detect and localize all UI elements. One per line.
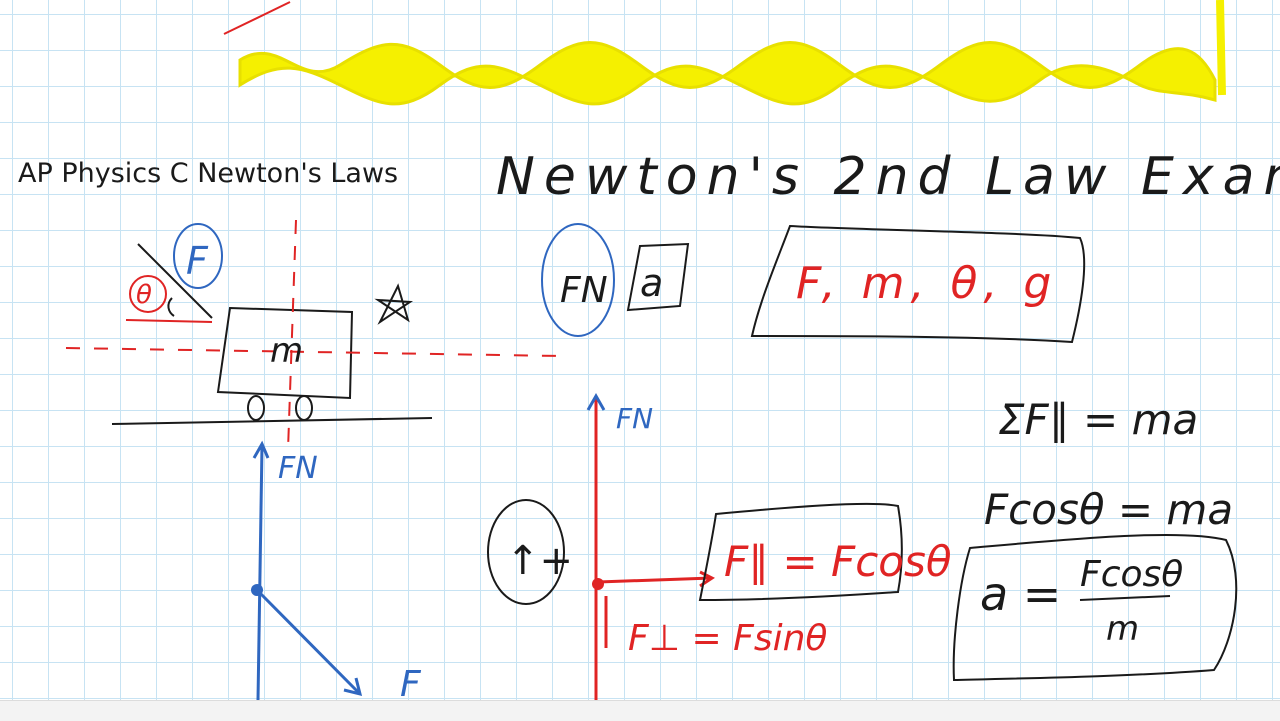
red-horizontal-arrow — [125, 319, 213, 323]
force-label-bottom: F — [400, 664, 422, 705]
force-label: F — [186, 239, 209, 283]
applied-force-vector — [255, 588, 362, 696]
fcos-eq: Fcosθ = ma — [984, 485, 1233, 534]
dashed-vertical-axis — [287, 219, 297, 451]
highlight-edge — [1216, 0, 1226, 96]
givens-box — [750, 224, 1086, 344]
mass-label: m — [270, 331, 303, 371]
bottom-scroll-strip[interactable] — [0, 700, 1280, 721]
star-mark — [374, 283, 414, 325]
unknowns-a: a — [640, 261, 663, 305]
wheel-right — [295, 395, 313, 421]
normal-force-arrowhead — [252, 440, 270, 459]
box-unknown-a — [626, 242, 690, 312]
accel-numerator: Fcosθ — [1080, 554, 1183, 595]
fbd-point-right — [592, 578, 604, 590]
normal-force-vector — [256, 445, 264, 701]
applied-force-line — [137, 243, 213, 319]
red-stroke-top — [223, 1, 291, 35]
direction-circle — [487, 499, 565, 605]
yellow-highlight-wave — [238, 41, 1217, 106]
mass-box — [216, 306, 354, 400]
heading-handwritten: Newton's 2nd Law Examples — [496, 147, 1280, 207]
normal-force-label: FN — [278, 451, 318, 486]
vertical-axis-arrowhead — [586, 392, 606, 411]
sum-forces-eq: ΣF∥ = ma — [998, 395, 1198, 444]
circle-angle-label — [129, 275, 167, 313]
typed-title: AP Physics C Newton's Laws — [18, 158, 399, 189]
accel-denominator: m — [1106, 609, 1139, 649]
circle-unknown-fn — [541, 223, 615, 337]
perp-eq: F⊥ = Fsinθ — [628, 618, 827, 659]
direction-label: ↑+ — [506, 538, 573, 584]
parallel-eq: F∥ = Fcosθ — [724, 537, 952, 586]
circle-force-label — [173, 223, 223, 289]
accel-answer-box — [952, 533, 1238, 682]
ground-line — [111, 417, 433, 425]
parallel-eq-box — [698, 502, 903, 602]
parallel-component-vector — [597, 576, 713, 584]
applied-force-arrowhead — [343, 677, 363, 697]
givens-text: F, m, θ, g — [796, 258, 1057, 309]
angle-label: θ — [136, 280, 152, 310]
normal-force-label-right: FN — [616, 402, 653, 435]
fraction-bar — [1079, 595, 1171, 601]
wheel-left — [247, 395, 265, 421]
angle-arc — [167, 297, 175, 317]
dashed-horizontal-axis — [65, 347, 561, 357]
accel-lhs: a = — [980, 567, 1061, 621]
unknowns-fn: FN — [560, 270, 608, 311]
